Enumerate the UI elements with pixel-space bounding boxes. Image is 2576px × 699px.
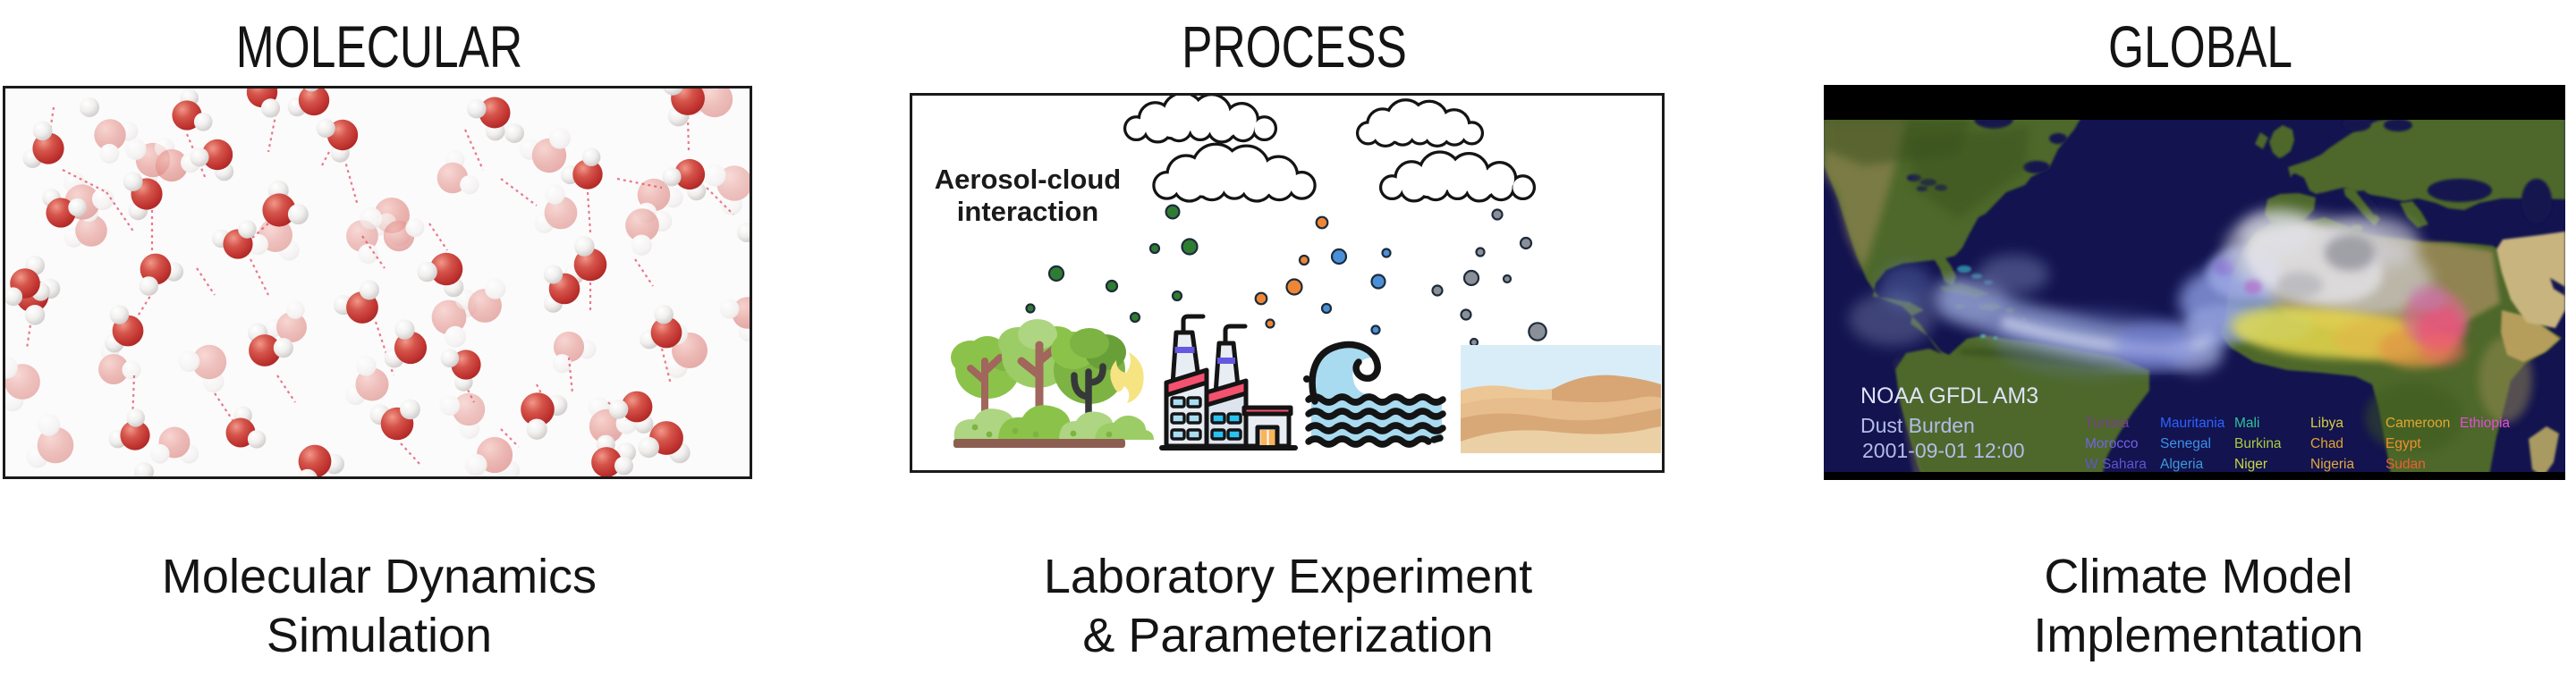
svg-text:Mauritania: Mauritania bbox=[2160, 416, 2225, 431]
svg-text:2001-09-01 12:00: 2001-09-01 12:00 bbox=[1862, 439, 2025, 462]
svg-text:Nigeria: Nigeria bbox=[2310, 457, 2354, 472]
svg-text:Chad: Chad bbox=[2310, 436, 2343, 451]
svg-text:W Sahara: W Sahara bbox=[2085, 457, 2147, 472]
svg-text:Egypt: Egypt bbox=[2385, 436, 2421, 451]
svg-text:NOAA GFDL AM3: NOAA GFDL AM3 bbox=[1860, 383, 2038, 408]
svg-text:Niger: Niger bbox=[2234, 457, 2267, 472]
svg-text:Tunisia: Tunisia bbox=[2085, 416, 2130, 431]
svg-text:Ethiopia: Ethiopia bbox=[2460, 416, 2510, 431]
svg-text:Libya: Libya bbox=[2310, 416, 2343, 431]
svg-text:Morocco: Morocco bbox=[2085, 436, 2138, 451]
svg-text:Dust Burden: Dust Burden bbox=[1860, 414, 1975, 437]
svg-text:Mali: Mali bbox=[2234, 416, 2259, 431]
svg-text:Algeria: Algeria bbox=[2160, 457, 2204, 472]
svg-text:Burkina: Burkina bbox=[2234, 436, 2282, 451]
svg-text:Cameroon: Cameroon bbox=[2385, 416, 2450, 431]
svg-text:Sudan: Sudan bbox=[2385, 457, 2426, 472]
svg-text:Senegal: Senegal bbox=[2160, 436, 2211, 451]
